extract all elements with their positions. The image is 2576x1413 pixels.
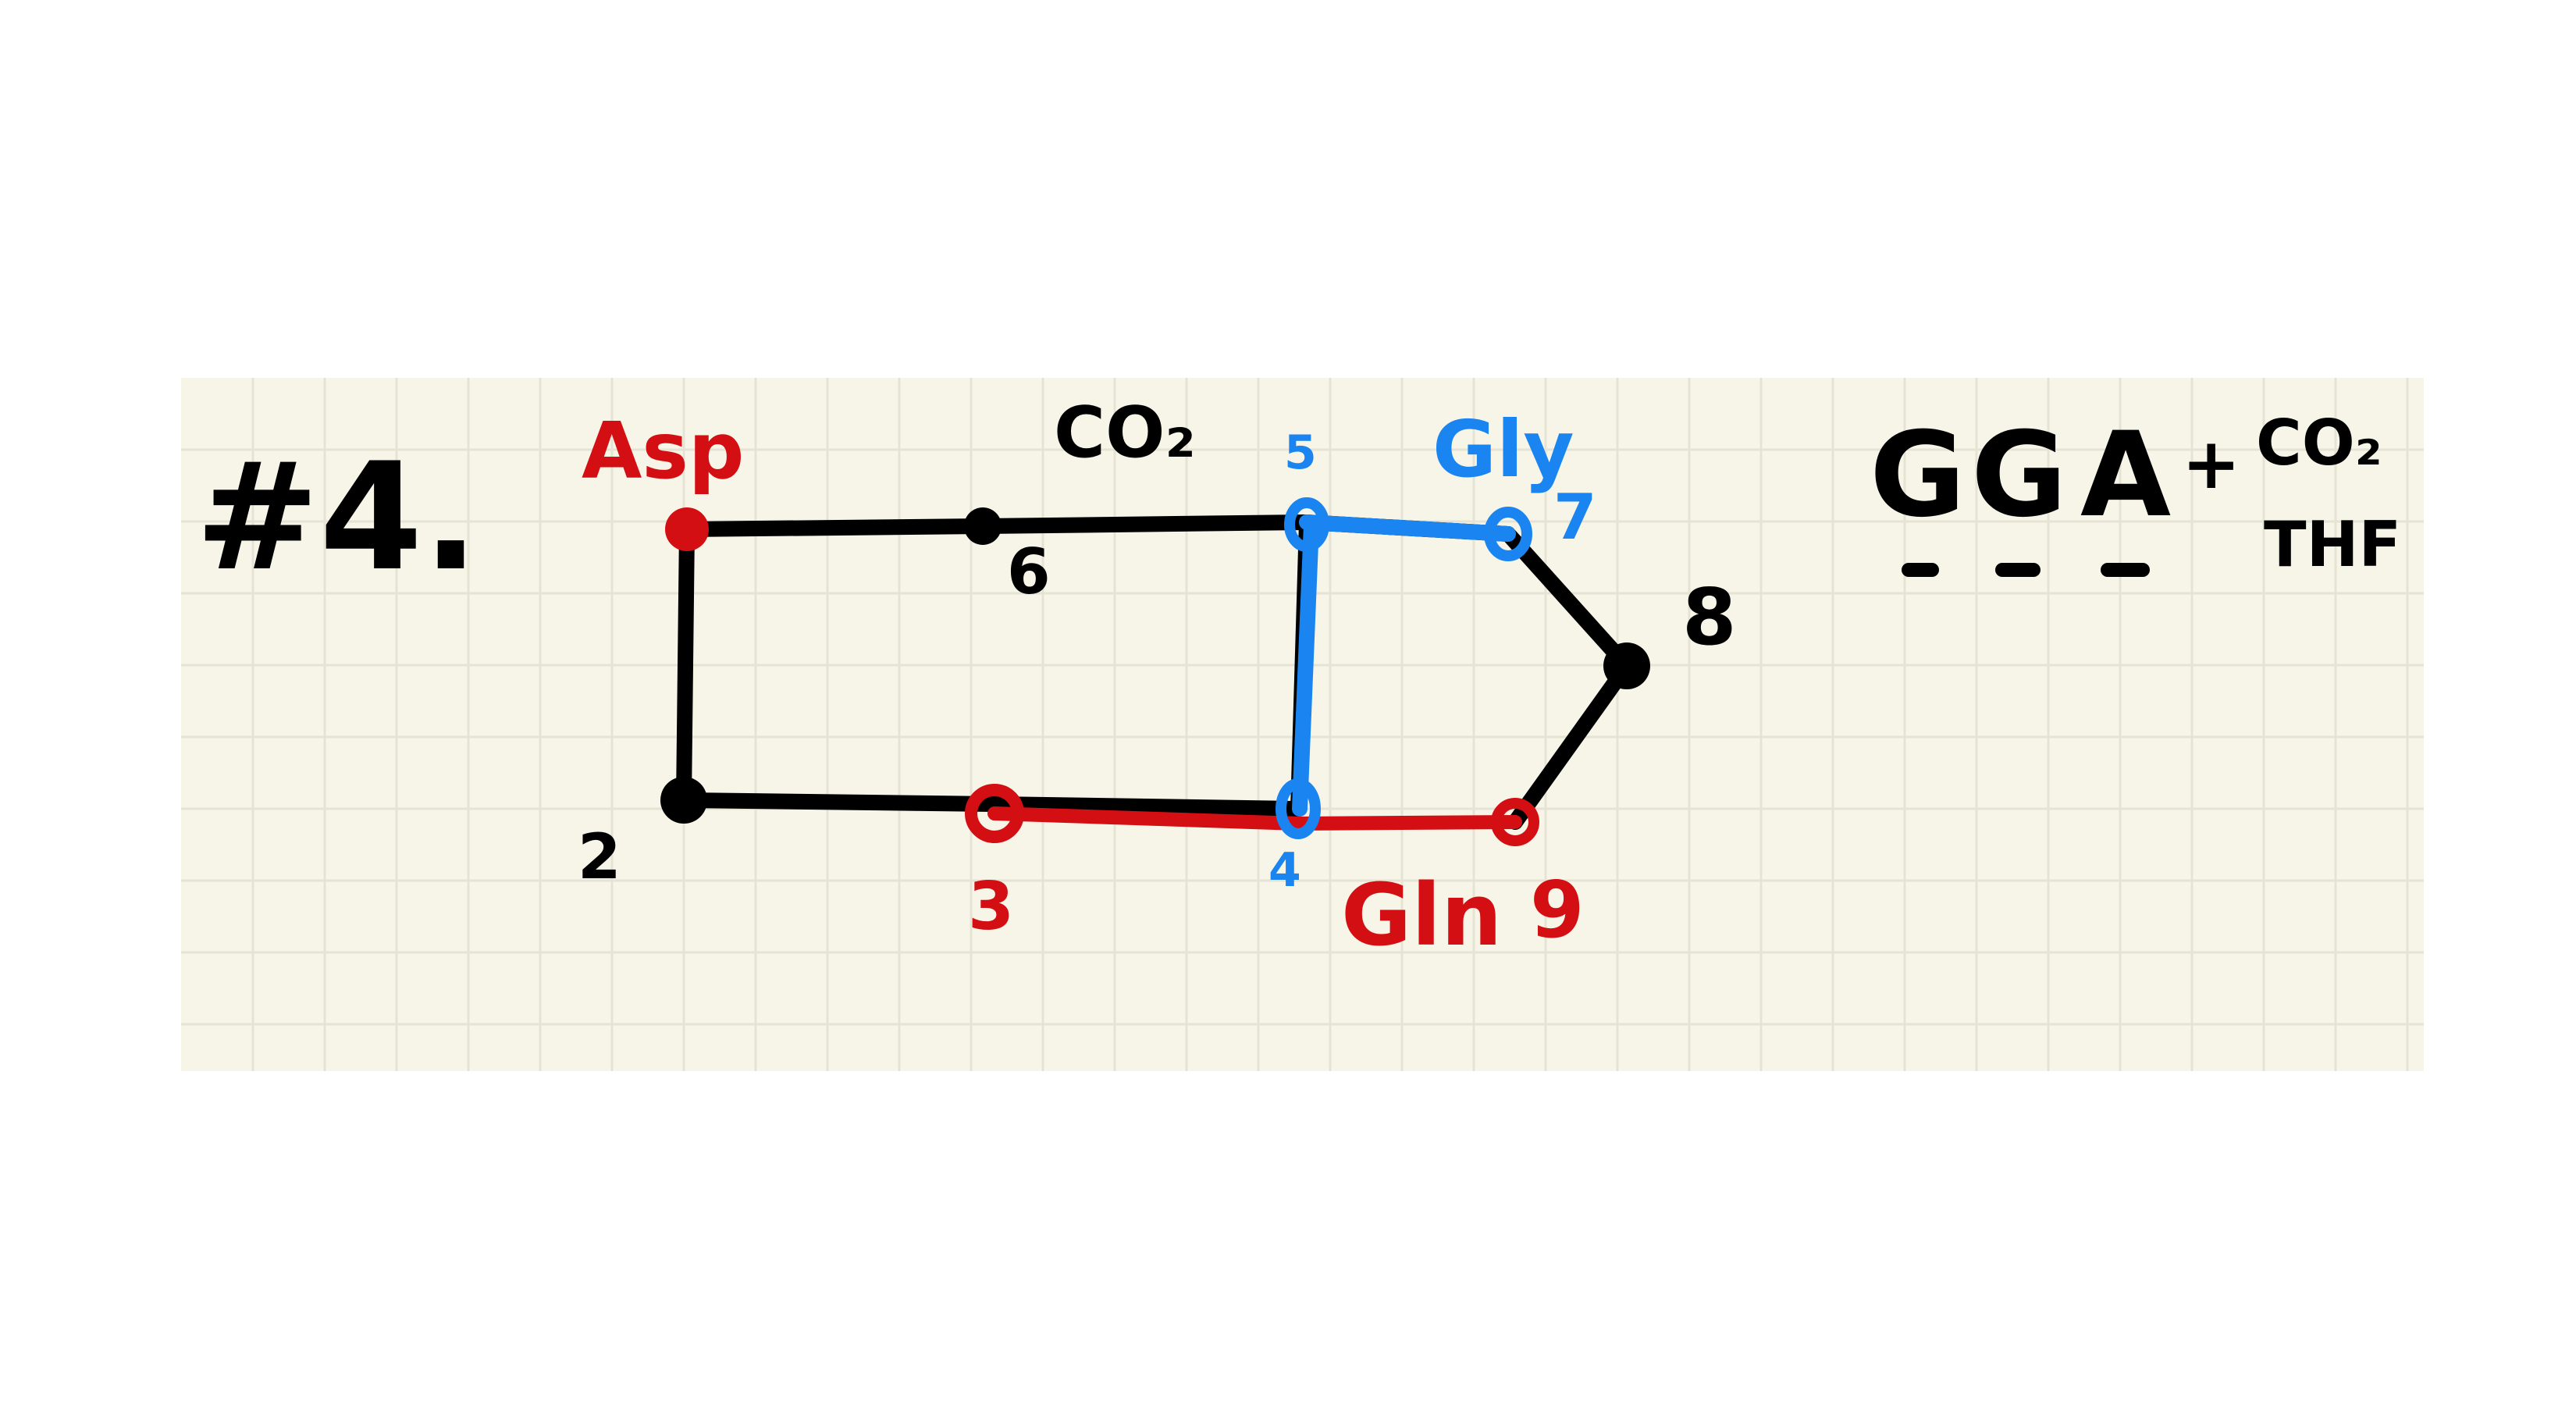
position-8: 8 bbox=[1682, 571, 1737, 663]
summary-g1: G bbox=[1870, 408, 1966, 543]
label-asp: Asp bbox=[582, 405, 745, 497]
node-asp bbox=[665, 507, 709, 551]
grid-lines bbox=[181, 378, 2424, 1071]
node-2 bbox=[660, 777, 707, 824]
position-3: 3 bbox=[968, 868, 1014, 945]
summary-thf: THF bbox=[2264, 508, 2401, 581]
position-9: 9 bbox=[1530, 864, 1585, 956]
node-4 bbox=[1276, 778, 1321, 839]
node-6 bbox=[964, 507, 1002, 545]
label-gln: Gln bbox=[1341, 865, 1502, 965]
summary-g2: G bbox=[1971, 408, 2067, 543]
summary-a: A bbox=[2080, 408, 2171, 543]
problem-number: #4. bbox=[195, 431, 479, 603]
bond-left bbox=[676, 521, 695, 808]
node-8 bbox=[1603, 642, 1650, 689]
node-3 bbox=[965, 784, 1024, 843]
position-2: 2 bbox=[578, 820, 621, 893]
gln-bond bbox=[987, 806, 1522, 831]
node-5 bbox=[1284, 497, 1329, 552]
bond-bottom bbox=[676, 792, 1306, 817]
node-9 bbox=[1491, 798, 1539, 846]
position-4: 4 bbox=[1268, 843, 1301, 898]
node-7 bbox=[1484, 507, 1532, 561]
label-co2: CO₂ bbox=[1054, 392, 1196, 474]
position-6: 6 bbox=[1007, 536, 1051, 608]
summary-co2: CO₂ bbox=[2256, 407, 2382, 479]
label-gly: Gly bbox=[1432, 404, 1574, 495]
gly-bonds bbox=[1292, 514, 1516, 817]
position-5: 5 bbox=[1284, 425, 1317, 480]
summary-plus: + bbox=[2182, 423, 2240, 505]
position-7: 7 bbox=[1553, 481, 1597, 553]
